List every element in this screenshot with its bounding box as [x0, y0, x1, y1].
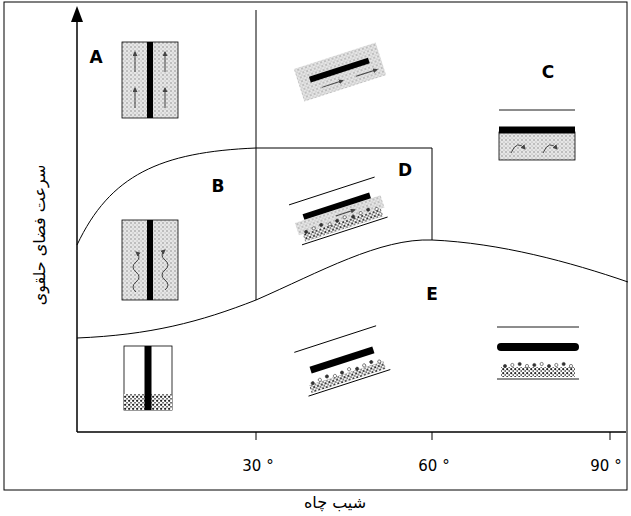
fluid-region	[294, 43, 386, 102]
cutting	[533, 363, 536, 366]
flow-arrow	[336, 210, 355, 216]
cuttings-bed	[501, 367, 575, 377]
cutting	[304, 230, 308, 234]
wellbore-wall	[294, 326, 376, 353]
cutting	[366, 208, 370, 212]
cutting	[562, 362, 565, 365]
cutting	[351, 215, 355, 219]
region-letter: E	[426, 285, 438, 304]
cutting	[325, 374, 329, 378]
cutting	[312, 226, 316, 230]
cutting	[547, 364, 550, 367]
flow-arrow	[543, 145, 557, 153]
tick	[256, 432, 257, 440]
well-pictogram	[499, 110, 575, 160]
cutting	[335, 219, 339, 223]
cutting	[340, 371, 344, 375]
cutting	[333, 374, 337, 378]
drill-pipe	[147, 42, 153, 118]
flow-arrow	[356, 69, 377, 76]
cutting	[518, 362, 521, 365]
drill-pipe	[499, 127, 575, 134]
cutting	[511, 363, 514, 366]
cutting	[525, 364, 528, 367]
drill-pipe	[309, 58, 370, 83]
cutting	[362, 363, 366, 367]
flow-arrow	[322, 81, 343, 88]
well-pictogram	[122, 42, 178, 118]
cutting	[375, 207, 379, 211]
flow-arrow	[511, 145, 525, 153]
cutting	[318, 378, 322, 382]
region-letter: D	[398, 161, 412, 180]
cutting	[540, 362, 543, 365]
wellbore-wall	[302, 217, 388, 245]
cutting	[377, 360, 381, 364]
flow-arrow	[165, 88, 166, 108]
well-pictogram	[124, 346, 172, 410]
wellbore-wall	[497, 379, 579, 380]
flow-arrow	[165, 52, 166, 72]
wellbore-wall	[309, 370, 391, 397]
cutting	[359, 211, 363, 215]
wellbore-wall	[499, 110, 575, 111]
frame	[4, 2, 627, 490]
fluid-region	[122, 220, 178, 300]
cutting	[555, 363, 558, 366]
drill-pipe	[497, 343, 579, 351]
drill-pipe	[147, 220, 153, 300]
flow-arrow	[135, 52, 136, 72]
well-pictogram	[294, 43, 386, 102]
cutting	[347, 367, 351, 371]
flow-arrow	[162, 250, 168, 290]
tick	[432, 432, 433, 440]
wellbore-wall	[497, 327, 579, 328]
y-axis-arrow	[71, 6, 83, 22]
tick-label: 90 °	[590, 458, 621, 475]
cutting	[369, 360, 373, 364]
y-axis	[76, 14, 78, 432]
cutting	[503, 364, 506, 367]
well-pictogram	[497, 327, 579, 379]
region-letter: A	[89, 48, 102, 67]
x-axis	[77, 431, 626, 433]
cutting	[569, 364, 572, 367]
tick	[610, 432, 611, 440]
region-letter: B	[212, 177, 225, 196]
well-pictogram	[122, 220, 178, 300]
drill-pipe	[145, 346, 152, 410]
axis-title: شیب چاه	[304, 494, 366, 512]
cutting	[328, 222, 332, 226]
cutting	[343, 215, 347, 219]
cutting	[355, 367, 359, 371]
well-pictogram	[294, 326, 390, 396]
fluid-region	[499, 132, 575, 160]
tick-label: 30 °	[242, 458, 273, 475]
flow-arrow	[133, 252, 139, 292]
drill-pipe	[310, 346, 375, 373]
wellbore-wall	[124, 346, 172, 410]
flow-arrow	[135, 88, 136, 108]
well-pictogram	[289, 177, 388, 245]
region-letter: C	[542, 63, 554, 82]
cutting	[319, 223, 323, 227]
drill-pipe	[303, 193, 371, 220]
axis-title: سرعت فضای حلقوی	[31, 165, 49, 306]
tick-label: 60 °	[418, 458, 449, 475]
boundary-line	[256, 10, 257, 300]
cutting	[311, 381, 315, 385]
fluid-region	[122, 42, 178, 118]
